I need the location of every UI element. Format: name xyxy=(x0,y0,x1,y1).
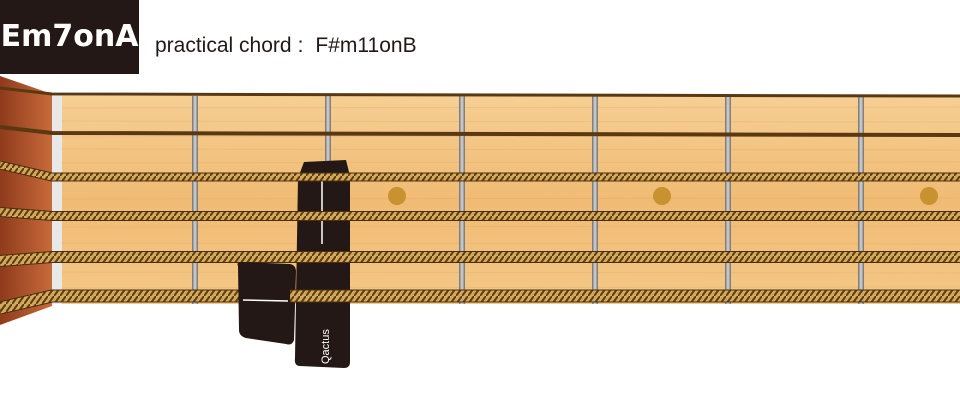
string-1 xyxy=(0,88,960,96)
string-5 xyxy=(0,257,960,261)
string-4 xyxy=(0,212,960,216)
fret-wire-6 xyxy=(858,96,864,304)
inlay-dot-fret-7 xyxy=(920,187,938,205)
headstock-nut xyxy=(0,76,52,325)
fret-wire-1 xyxy=(192,96,198,304)
short-capo xyxy=(238,262,297,345)
nut-bone xyxy=(52,96,62,304)
inlay-dot-fret-3 xyxy=(388,187,406,205)
fret-wire-5 xyxy=(725,96,731,304)
capo-brand-label: Qactus xyxy=(320,329,332,364)
inlay-dot-fret-5 xyxy=(653,187,671,205)
full-capo: Qactus xyxy=(295,160,350,368)
short-capo-line xyxy=(243,300,288,301)
fret-wire-3 xyxy=(459,96,465,304)
short-capo-body xyxy=(238,262,297,345)
fret-wire-4 xyxy=(592,96,598,304)
